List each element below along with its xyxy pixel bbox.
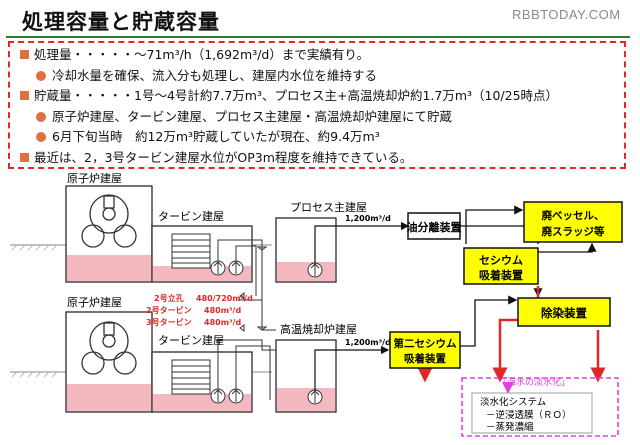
pump-icon xyxy=(210,388,226,404)
bottom-reactor-label: 原子炉建屋 xyxy=(67,295,122,309)
svg-text:除染装置: 除染装置 xyxy=(541,306,587,320)
desalination-title: 「海水の淡水化」 xyxy=(498,376,570,388)
svg-text:吸着装置: 吸着装置 xyxy=(479,268,523,282)
pump-icon xyxy=(228,260,244,276)
reactor-vessel-icon xyxy=(81,194,137,248)
summary-line-cooling: 冷却水量を確保、流入分も処理し、建屋内水位を維持する xyxy=(18,66,616,87)
legend-value-2-turbine: 480m³/d xyxy=(204,306,241,315)
square-bullet-icon xyxy=(20,152,29,162)
site-watermark: RBBTODAY.COM xyxy=(512,7,621,22)
summary-line-buildings: 原子炉建屋、タービン建屋、プロセス主建屋・高温焼却炉建屋にて貯蔵 xyxy=(18,107,616,128)
bottom-turbine-label: タービン建屋 xyxy=(158,333,224,347)
pump-icon xyxy=(228,388,244,404)
flow-rate-top: 1,200m³/d xyxy=(345,214,391,223)
round-bullet-icon xyxy=(36,132,46,142)
incinerator-building-label: 高温焼却炉建屋 xyxy=(280,322,357,336)
second-cesium-box: 第二セシウム 吸着装置 xyxy=(389,331,461,369)
transfer-piping xyxy=(217,239,276,400)
pump-icon xyxy=(210,260,226,276)
svg-text:第二セシウム: 第二セシウム xyxy=(394,337,457,350)
round-bullet-icon xyxy=(36,70,46,81)
incinerator-building xyxy=(275,339,337,413)
turbine-icon xyxy=(171,233,211,269)
square-bullet-icon xyxy=(20,50,29,59)
svg-text:セシウム: セシウム xyxy=(479,254,523,267)
summary-line-storage: 貯蔵量・・・・・1号～4号計約7.7万m³、プロセス主+高温焼却炉約1.7万m³… xyxy=(18,86,616,107)
desalination-frame xyxy=(461,377,619,437)
cesium-adsorption-box: セシウム 吸着装置 xyxy=(463,247,539,285)
flow-arrow-bottom xyxy=(314,345,390,390)
bottom-turbine-building xyxy=(151,351,253,413)
desalination-line-3: －蒸発濃縮 xyxy=(486,421,534,433)
turbine-icon xyxy=(171,359,211,395)
desalination-line-1: 淡水化システム xyxy=(480,396,546,408)
flow-rate-bottom: 1,200m³/d xyxy=(345,338,391,347)
waste-sludge-box: 廃ベッセル、 廃スラッジ等 xyxy=(523,201,623,243)
summary-box: 処理量・・・・・～71m³/h（1,692m³/d）まで実績有り。 冷却水量を確… xyxy=(8,41,626,169)
square-bullet-icon xyxy=(20,91,29,100)
pump-icon xyxy=(307,389,323,405)
ground-hatching xyxy=(11,244,58,378)
legend-value-2-shaft: 480/720m³/d xyxy=(196,294,253,303)
svg-text:油分離装置: 油分離装置 xyxy=(407,220,462,234)
top-turbine-building xyxy=(151,225,253,283)
oil-separator-box: 油分離装置 xyxy=(407,212,462,240)
bottom-reactor-building xyxy=(65,311,153,413)
legend-label-3-turbine: 3号タービン xyxy=(146,317,192,327)
summary-line-recent: 最近は、2，3号タービン建屋水位がOP3m程度を維持できている。 xyxy=(18,148,616,169)
legend-label-2-shaft: 2号立孔 xyxy=(154,293,184,303)
summary-line-processing: 処理量・・・・・～71m³/h（1,692m³/d）まで実績有り。 xyxy=(18,45,616,66)
desalination-line-2: －逆浸透膜（ＲＯ） xyxy=(486,409,572,421)
legend-label-2-turbine: 2号タービン xyxy=(146,305,192,315)
ground-lines xyxy=(10,244,272,373)
top-reactor-label: 原子炉建屋 xyxy=(67,171,122,185)
svg-text:廃スラッジ等: 廃スラッジ等 xyxy=(542,225,605,238)
round-bullet-icon xyxy=(36,111,46,122)
title-underline xyxy=(6,36,630,38)
summary-line-june: 6月下旬当時 約12万m³貯蔵していたが現在、約9.4万m³ xyxy=(18,127,616,148)
decontamination-box: 除染装置 xyxy=(517,297,611,327)
top-turbine-label: タービン建屋 xyxy=(158,209,224,223)
svg-text:吸着装置: 吸着装置 xyxy=(404,352,446,365)
process-main-building-label: プロセス主建屋 xyxy=(290,200,367,214)
page-title: 処理容量と貯蔵容量 xyxy=(22,10,220,34)
process-main-building xyxy=(275,217,337,283)
svg-text:廃ベッセル、: 廃ベッセル、 xyxy=(542,209,605,222)
top-reactor-building xyxy=(65,185,153,283)
flow-arrow-top xyxy=(314,221,410,263)
legend-value-3-turbine: 480m³/d xyxy=(204,318,241,327)
pump-icon xyxy=(307,262,323,278)
reactor-vessel-icon xyxy=(81,321,137,375)
